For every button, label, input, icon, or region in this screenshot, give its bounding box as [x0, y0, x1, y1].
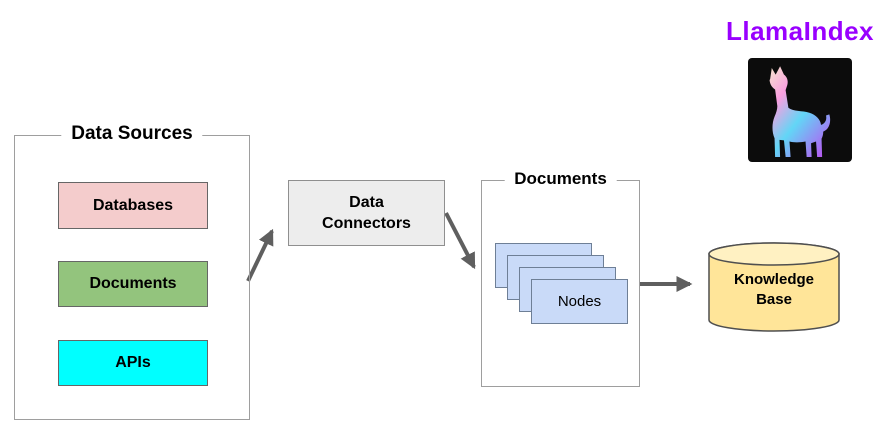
apis-label: APIs — [115, 354, 151, 371]
brand-title: LlamaIndex — [725, 16, 875, 46]
knowledge-base-label-line2: Base — [756, 291, 792, 308]
arrow-connectors-to-documents — [444, 212, 476, 270]
databases-box: Databases — [58, 182, 208, 229]
data-connectors-box: Data Connectors — [288, 180, 445, 246]
documents-group: Documents — [481, 169, 640, 387]
knowledge-base-label: Knowledge Base — [708, 270, 840, 310]
knowledge-base: Knowledge Base — [708, 242, 840, 332]
apis-box: APIs — [58, 340, 208, 386]
data-connectors-label-line2: Connectors — [322, 215, 411, 232]
data-connectors-label-line1: Data — [349, 194, 384, 211]
documents-source-box: Documents — [58, 261, 208, 307]
llama-logo — [748, 58, 852, 162]
data-sources-group: Data Sources Databases Documents APIs — [14, 123, 250, 420]
node-card-front: Nodes — [531, 279, 628, 324]
llama-icon — [769, 66, 831, 158]
nodes-label: Nodes — [557, 293, 602, 310]
documents-group-title: Documents — [504, 169, 617, 189]
documents-source-label: Documents — [89, 275, 177, 292]
databases-label: Databases — [92, 196, 174, 214]
knowledge-base-label-line1: Knowledge — [733, 271, 814, 288]
arrow-sources-to-connectors — [246, 228, 274, 282]
database-cylinder-icon — [708, 242, 840, 332]
data-sources-title: Data Sources — [61, 123, 203, 145]
